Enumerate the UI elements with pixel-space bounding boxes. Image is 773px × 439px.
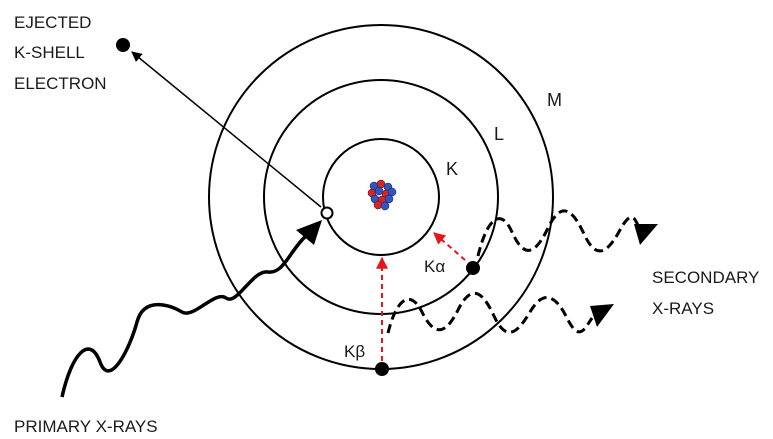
ejected-label-line-2: K-SHELL — [14, 43, 85, 62]
ejected-label-line-1: EJECTED — [14, 13, 91, 32]
shell-k-orbit — [322, 138, 440, 256]
k-beta-label: Kβ — [344, 342, 365, 361]
ejected-label-line-3: ELECTRON — [14, 74, 107, 93]
primary-xray-arrowhead — [296, 220, 322, 245]
k-shell-vacancy — [320, 206, 334, 220]
secondary-xray-arrowhead-lower — [590, 304, 614, 327]
secondary-label-line-1: SECONDARY — [652, 268, 759, 287]
secondary-xray-arrowhead-upper — [634, 224, 658, 245]
k-alpha-label: Kα — [424, 257, 445, 276]
secondary-label-line-2: X-RAYS — [652, 299, 714, 318]
secondary-xray-wave-lower — [386, 291, 594, 334]
secondary-xray-wave-upper — [476, 209, 642, 257]
primary-xray-wave — [60, 234, 308, 398]
shell-m-label: M — [547, 90, 562, 110]
l-shell-electron — [466, 261, 480, 275]
shell-k-label: K — [446, 159, 458, 179]
m-shell-electron — [375, 362, 389, 376]
shell-l-label: L — [494, 124, 504, 144]
ejection-path-arrow — [131, 51, 322, 208]
nucleus — [367, 179, 397, 211]
ejected-electron — [116, 38, 130, 52]
primary-label: PRIMARY X-RAYS — [14, 417, 158, 436]
k-alpha-transition-arrow — [433, 232, 466, 261]
